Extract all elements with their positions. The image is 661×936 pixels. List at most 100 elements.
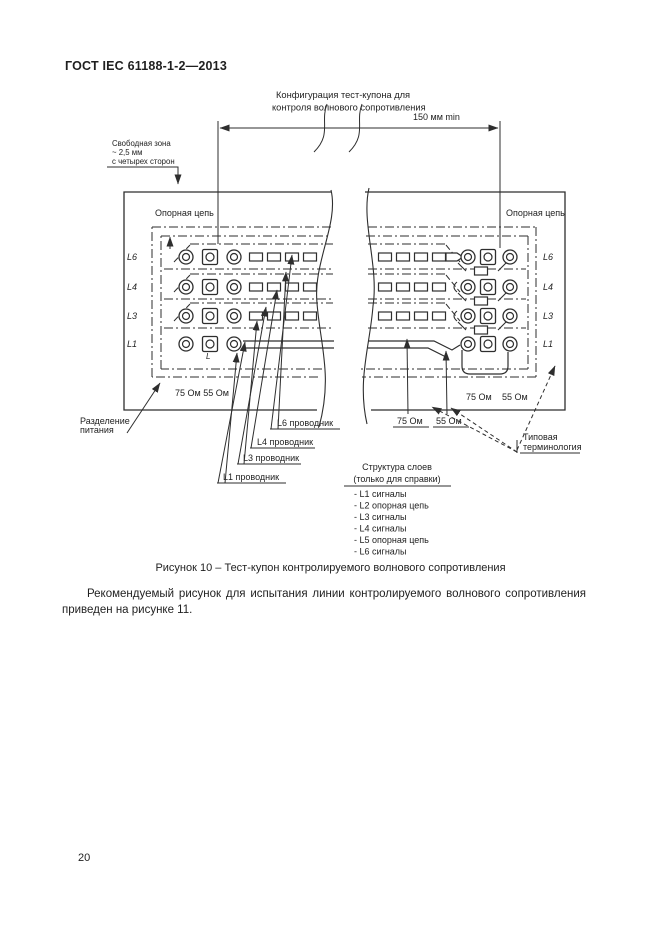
conductor-leader-l1b [224,352,240,484]
trace-pad [413,282,429,292]
trace-pad [266,311,282,321]
row-label-right-l4: L4 [543,282,553,292]
terminology-leader-55 [450,407,518,453]
row-label-left-l6: L6 [127,252,137,262]
donut-pad [460,336,476,352]
square-pad [479,278,497,296]
conductor-label-l6: L6 проводник [277,418,333,428]
donut-pad [460,279,476,295]
layer-structure-subtitle: (только для справки) [353,474,440,484]
donut-pad [226,279,242,295]
impedance-values-left: 75 Ом 55 Ом [175,388,229,398]
document-header: ГОСТ IEC 61188-1-2—2013 [65,59,227,73]
stub-pad [473,266,489,276]
signal-row-left-l1: L [178,335,334,361]
trace-pad [431,252,447,262]
impedance-value-right-75: 75 Ом [466,392,492,402]
signal-row-left-l3 [178,307,318,325]
keepout-border-outer [151,226,537,378]
donut-pad [460,308,476,324]
layer-item-l4: - L4 сигналы [354,524,407,534]
hook-pad [453,281,458,293]
layer-item-l1: - L1 сигналы [354,489,407,499]
power-split-line1: Разделение [80,416,130,426]
plane-edge-lines-right [368,243,526,329]
donut-pad [226,336,242,352]
layer-structure-list: Структура слоев (только для справки) - L… [344,462,451,557]
donut-pad [178,279,194,295]
impedance-value-right-55: 55 Ом [502,392,528,402]
signal-row-right-l6 [377,248,518,276]
conductor-label-l1: L1 проводник [223,472,279,482]
trace-pad [395,282,411,292]
stub-links [457,292,507,302]
signal-row-left-l6 [178,248,318,266]
plane-edge-lines-left [164,243,333,329]
trace-pad [395,311,411,321]
trace-pad [284,311,300,321]
donut-pad [502,336,518,352]
conductor-label-underlines [217,428,340,484]
trace-pad [248,252,264,262]
conductor-leader-l3b [243,320,260,465]
impedance-tag-75: 75 Ом [397,416,423,426]
stub-pad [473,296,489,306]
board-right-outline [365,191,566,411]
signal-row-right-l4 [377,278,518,306]
signal-row-right-l3 [377,307,518,335]
free-zone-line1: Свободная зона [112,139,171,148]
power-split-line2: питания [80,425,114,435]
configuration-callout: Конфигурация тест-купона для контроля во… [272,90,426,113]
square-pad [201,335,219,353]
trace-pad [248,311,264,321]
stub-links [457,262,507,272]
layer-item-l2: - L2 опорная цепь [354,501,429,511]
square-pad [201,248,219,266]
conductor-leader-l4 [250,289,279,449]
square-pad [201,278,219,296]
impedance-tag-55: 55 Ом [436,416,462,426]
conductor-leader-l3a [237,306,268,465]
keepout-borders [151,226,537,378]
trace-pad [266,252,282,262]
configuration-label-line1: Конфигурация тест-купона для [276,90,410,100]
donut-pad [502,279,518,295]
row-label-left-l1: L1 [127,339,137,349]
board-left-outline [123,191,331,411]
stub-pad [473,325,489,335]
trace-pad [377,252,393,262]
layer-item-l3: - L3 сигналы [354,512,407,522]
terminology-leader-l1 [516,365,556,451]
square-pad [479,248,497,266]
power-split-callout: Разделение питания [80,382,161,435]
impedance-tag-55-leader [442,350,450,415]
keepout-border-inner [160,235,529,370]
conductor-label-l3: L3 проводник [243,453,299,463]
terminology-line1: Типовая [523,432,558,442]
row-label-right-l1: L1 [543,339,553,349]
stub-links [457,321,507,331]
dimension-break-mark [348,103,363,153]
dimension-label: 150 мм min [413,112,460,122]
trace-pad [248,282,264,292]
trace-pad [413,311,429,321]
donut-pad [178,336,194,352]
signal-rows-right: L6 L4 L3 L1 75 Ом 55 Ом [368,243,553,402]
layer-item-l5: - L5 опорная цепь [354,535,429,545]
trace-pad [302,311,318,321]
trace-pad [395,252,411,262]
dimension-break-mark [313,103,328,153]
termination-loop [461,350,509,375]
arrow-pad [445,252,465,262]
conductor-leader-l6a [270,254,295,430]
donut-pad [178,249,194,265]
pad-label: L [206,352,210,361]
free-zone-callout: Свободная зона ~ 2,5 мм с четырех сторон [107,139,182,185]
page-number: 20 [78,852,91,864]
trace-pad [302,282,318,292]
hook-pad [453,310,458,322]
free-zone-leader [107,166,182,185]
reference-plane-left-label: Опорная цепь [155,208,214,218]
trace-pad [266,282,282,292]
